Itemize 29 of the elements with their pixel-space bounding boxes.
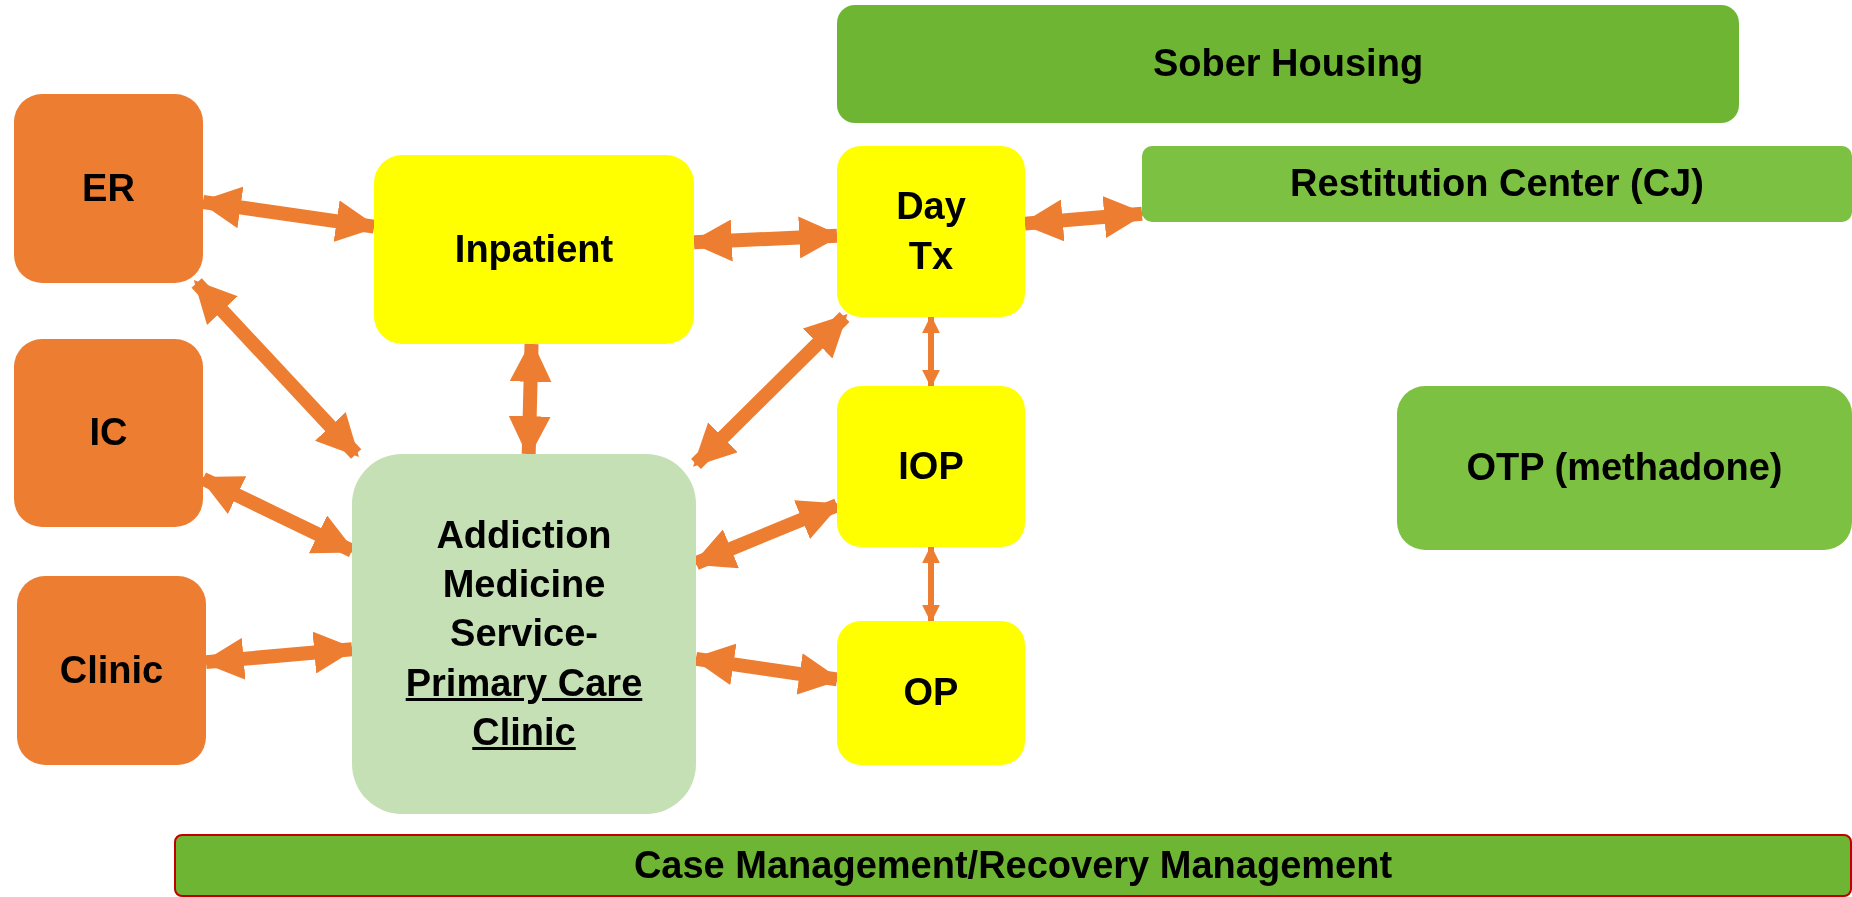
box-label: ER <box>81 165 136 211</box>
service-box <box>837 146 1025 317</box>
box-label: Day Tx <box>895 184 967 279</box>
box-label: OP <box>902 670 960 716</box>
box-label: Restitution Center (CJ) <box>1289 161 1705 207</box>
service-box <box>1142 146 1852 222</box>
service-box <box>837 5 1739 123</box>
service-box <box>837 621 1025 765</box>
box-label: IOP <box>897 443 965 489</box>
box-label: Inpatient <box>453 226 615 272</box>
service-box <box>14 339 203 527</box>
double-arrow <box>691 312 850 469</box>
banner-bar <box>174 834 1852 897</box>
box-label: Clinic <box>58 647 165 693</box>
service-box <box>17 576 206 765</box>
double-arrow <box>922 545 940 623</box>
service-box <box>1397 386 1852 550</box>
box-label: Sober Housing <box>1151 41 1425 87</box>
service-box <box>352 454 696 814</box>
service-box <box>374 155 694 344</box>
box-label: Addiction Medicine Service- <box>435 512 613 657</box>
box-label: Primary Care Clinic <box>404 660 644 756</box>
box-label: OTP (methadone) <box>1465 445 1784 491</box>
double-arrow <box>191 278 362 459</box>
box-label: IC <box>88 410 129 456</box>
service-box <box>14 94 203 283</box>
service-box <box>837 386 1025 547</box>
box-label: Case Management/Recovery Management <box>632 842 1394 888</box>
double-arrow <box>922 315 940 388</box>
